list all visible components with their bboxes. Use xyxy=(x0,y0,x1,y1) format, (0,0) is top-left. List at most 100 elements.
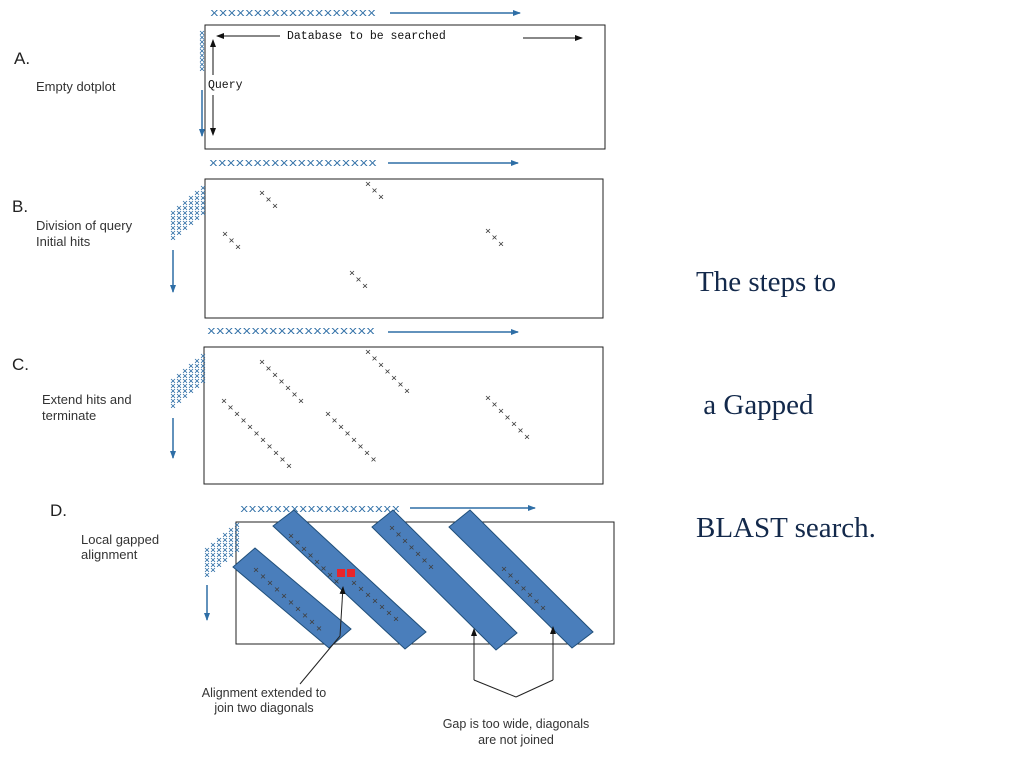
hit-x-mark: × xyxy=(404,386,410,397)
query-x-mark: × xyxy=(228,525,234,536)
gap-annotation-line-1: Gap is too wide, diagonals xyxy=(443,717,590,731)
hit-x-mark: × xyxy=(371,186,377,197)
query-x-mark: × xyxy=(200,351,206,362)
join-pointer-line-a xyxy=(299,635,341,685)
hit-x-mark: × xyxy=(222,229,228,240)
query-x-mark: × xyxy=(170,233,176,244)
query-x-mark: × xyxy=(194,366,200,377)
query-x-mark: × xyxy=(222,550,228,561)
hit-x-mark: × xyxy=(501,564,507,575)
hit-x-mark: × xyxy=(389,523,395,534)
hit-x-mark: × xyxy=(393,614,399,625)
panel-d-query-sequence: xxxxxxxxxxxxxxxxxxx xyxy=(240,504,401,516)
query-x-mark: × xyxy=(194,361,200,372)
query-x-mark: × xyxy=(176,371,182,382)
query-x-mark: × xyxy=(188,208,194,219)
query-x-mark: × xyxy=(228,550,234,561)
query-x-mark: × xyxy=(210,555,216,566)
hit-x-mark: × xyxy=(344,429,350,440)
hit-x-mark: × xyxy=(331,416,337,427)
query-x-mark: × xyxy=(199,37,205,48)
hit-x-mark: × xyxy=(349,268,355,279)
query-x-mark: × xyxy=(216,550,222,561)
panel-c-letter: C. xyxy=(12,355,29,374)
title-line-3: BLAST search. xyxy=(696,512,876,544)
query-x-mark: × xyxy=(200,356,206,367)
query-x-mark: × xyxy=(200,188,206,199)
query-x-mark: × xyxy=(176,223,182,234)
gap-marker-1 xyxy=(337,569,345,577)
hit-x-mark: × xyxy=(533,597,539,608)
panel-b-initial-hits: ××××××××××××××× xyxy=(222,179,504,292)
query-x-mark: × xyxy=(176,391,182,402)
hit-x-mark: × xyxy=(281,591,287,602)
query-x-mark: × xyxy=(188,376,194,387)
query-x-mark: × xyxy=(176,381,182,392)
panel-c-query-sequence: xxxxxxxxxxxxxxxxxxx xyxy=(207,326,376,338)
hit-x-mark: × xyxy=(291,390,297,401)
hit-x-mark: × xyxy=(370,455,376,466)
query-x-mark: × xyxy=(200,183,206,194)
panel-b: B. Division of query Initial hits xxxxxx… xyxy=(12,158,604,319)
hit-x-mark: × xyxy=(384,367,390,378)
hit-x-mark: × xyxy=(364,448,370,459)
hit-x-mark: × xyxy=(372,596,378,607)
query-x-mark: × xyxy=(222,530,228,541)
query-x-mark: × xyxy=(222,535,228,546)
query-x-mark: × xyxy=(216,540,222,551)
query-x-mark: × xyxy=(188,198,194,209)
query-x-mark: × xyxy=(176,396,182,407)
hit-x-mark: × xyxy=(272,370,278,381)
hit-x-mark: × xyxy=(260,572,266,583)
query-x-mark: × xyxy=(170,218,176,229)
query-x-mark: × xyxy=(210,545,216,556)
query-x-mark: × xyxy=(188,371,194,382)
query-x-mark: × xyxy=(182,371,188,382)
query-x-mark: × xyxy=(200,208,206,219)
panel-d-caption-line-2: alignment xyxy=(81,547,138,562)
query-x-mark: × xyxy=(188,361,194,372)
query-x-mark: × xyxy=(222,555,228,566)
query-x-mark: × xyxy=(200,361,206,372)
query-x-mark: × xyxy=(170,376,176,387)
hit-x-mark: × xyxy=(235,242,241,253)
hit-x-mark: × xyxy=(294,538,300,549)
hit-x-mark: × xyxy=(408,543,414,554)
query-x-mark: × xyxy=(210,565,216,576)
hit-x-mark: × xyxy=(288,598,294,609)
query-x-mark: × xyxy=(222,545,228,556)
hit-x-mark: × xyxy=(498,406,504,417)
hit-x-mark: × xyxy=(485,393,491,404)
panel-b-caption-line-1: Division of query xyxy=(36,218,133,233)
query-x-mark: × xyxy=(170,213,176,224)
hit-x-mark: × xyxy=(415,549,421,560)
query-x-mark: × xyxy=(182,218,188,229)
panel-c-extended-hits: ×××××××××××××××××××××××××××××××××××××××× xyxy=(221,347,530,472)
query-x-mark: × xyxy=(194,356,200,367)
hit-x-mark: × xyxy=(504,413,510,424)
query-x-mark: × xyxy=(182,208,188,219)
panel-c-caption-line-2: terminate xyxy=(42,408,96,423)
query-x-mark: × xyxy=(222,540,228,551)
query-x-mark: × xyxy=(194,371,200,382)
panel-b-query-segments: ×××××××××××××××××××××××××××××××××××× xyxy=(170,183,206,244)
query-x-mark: × xyxy=(182,386,188,397)
query-x-mark: × xyxy=(234,545,240,556)
query-x-mark: × xyxy=(228,535,234,546)
query-x-mark: × xyxy=(188,213,194,224)
query-x-mark: × xyxy=(176,208,182,219)
query-x-mark: × xyxy=(188,381,194,392)
hit-x-mark: × xyxy=(265,364,271,375)
hit-x-mark: × xyxy=(507,571,513,582)
panel-c-caption-line-1: Extend hits and xyxy=(42,392,132,407)
query-x-mark: × xyxy=(182,223,188,234)
gap-pointer-left-a xyxy=(473,679,517,698)
hit-x-mark: × xyxy=(327,570,333,581)
query-x-mark: × xyxy=(182,381,188,392)
hit-x-mark: × xyxy=(266,442,272,453)
join-annotation-line-2: join two diagonals xyxy=(213,701,313,715)
query-x-mark: × xyxy=(199,28,205,39)
hit-x-mark: × xyxy=(355,275,361,286)
hit-x-mark: × xyxy=(378,192,384,203)
hit-x-mark: × xyxy=(338,422,344,433)
